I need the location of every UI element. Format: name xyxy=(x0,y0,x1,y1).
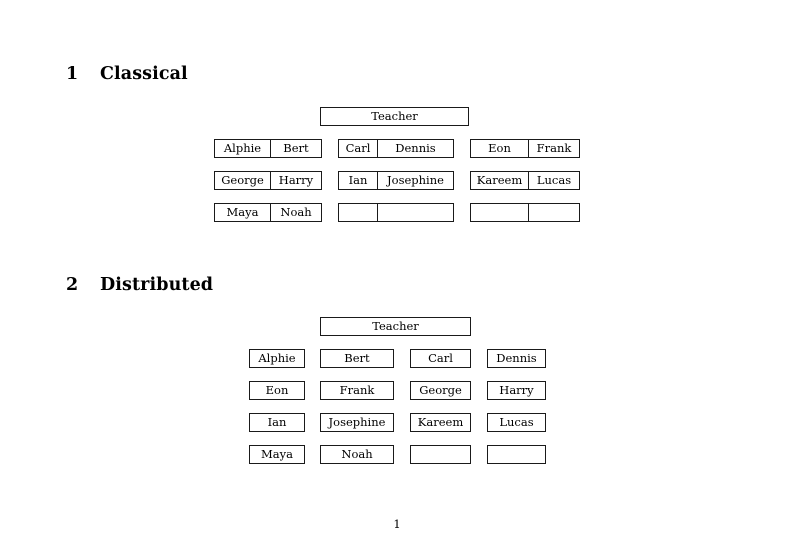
teacher-box: Teacher xyxy=(320,317,471,336)
section-heading-distributed: 2 Distributed xyxy=(66,275,214,295)
name-cell: Alphie xyxy=(249,349,305,368)
name-cell: Noah xyxy=(320,445,394,464)
name-cell: Josephine xyxy=(378,171,454,190)
name-cell: Frank xyxy=(320,381,394,400)
name-cell: George xyxy=(214,171,271,190)
name-cell: Bert xyxy=(271,139,322,158)
name-cell: Harry xyxy=(271,171,322,190)
name-cell: Bert xyxy=(320,349,394,368)
name-cell: Ian xyxy=(338,171,378,190)
name-cell: Eon xyxy=(470,139,529,158)
section-number: 1 xyxy=(66,64,79,84)
name-cell: Lucas xyxy=(487,413,546,432)
name-cell: Carl xyxy=(338,139,378,158)
empty-cell xyxy=(410,445,471,464)
name-cell: Maya xyxy=(249,445,305,464)
name-cell: Kareem xyxy=(410,413,471,432)
empty-cell xyxy=(338,203,378,222)
name-pair-box xyxy=(470,203,580,222)
name-cell: Alphie xyxy=(214,139,271,158)
page-number: 1 xyxy=(393,517,401,531)
empty-cell xyxy=(470,203,529,222)
name-cell: Lucas xyxy=(529,171,580,190)
empty-cell xyxy=(487,445,546,464)
name-pair-box xyxy=(338,203,454,222)
name-cell: Harry xyxy=(487,381,546,400)
section-title: Distributed xyxy=(100,275,214,295)
section-title: Classical xyxy=(100,64,188,84)
name-cell: Maya xyxy=(214,203,271,222)
section-heading-classical: 1 Classical xyxy=(66,64,188,84)
empty-cell xyxy=(378,203,454,222)
name-cell: Dennis xyxy=(487,349,546,368)
section-number: 2 xyxy=(66,275,79,295)
name-cell: Ian xyxy=(249,413,305,432)
empty-cell xyxy=(529,203,580,222)
name-cell: Eon xyxy=(249,381,305,400)
name-cell: Josephine xyxy=(320,413,394,432)
name-cell: Carl xyxy=(410,349,471,368)
name-cell: Kareem xyxy=(470,171,529,190)
teacher-box: Teacher xyxy=(320,107,469,126)
name-cell: Dennis xyxy=(378,139,454,158)
name-cell: George xyxy=(410,381,471,400)
name-cell: Frank xyxy=(529,139,580,158)
name-cell: Noah xyxy=(271,203,322,222)
